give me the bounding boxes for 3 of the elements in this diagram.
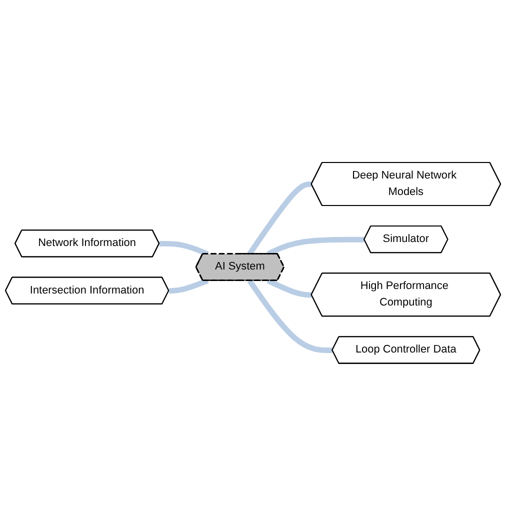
connector <box>168 278 209 294</box>
connector <box>247 278 332 353</box>
connector <box>159 240 209 256</box>
